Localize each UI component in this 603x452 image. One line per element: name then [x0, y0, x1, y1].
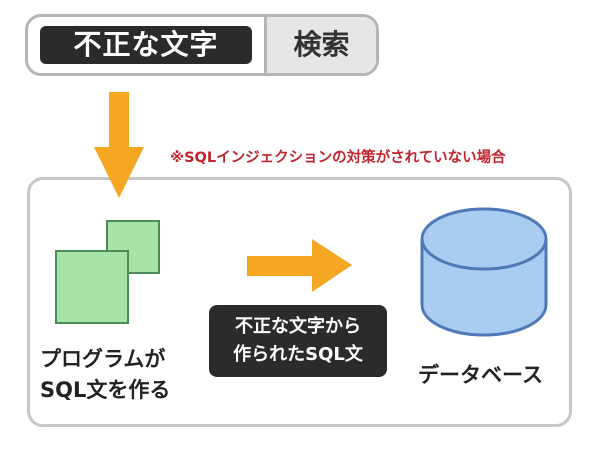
transfer-label-line2: 作られたSQL文 [233, 344, 363, 365]
database-label: データベース [418, 363, 543, 387]
search-bar: 不正な文字 検索 [25, 14, 379, 76]
search-input[interactable]: 不正な文字 [40, 26, 252, 64]
program-label-line2: SQL文を作る [40, 378, 171, 402]
transfer-label-line1: 不正な文字から [235, 316, 361, 337]
program-label: プログラムが SQL文を作る [40, 344, 200, 406]
program-label-line1: プログラムが [40, 347, 166, 371]
search-button[interactable]: 検索 [267, 17, 376, 73]
transfer-label: 不正な文字から 作られたSQL文 [209, 305, 387, 377]
search-divider [264, 17, 267, 73]
warning-note: ※SQLインジェクションの対策がされていない場合 [170, 150, 506, 166]
